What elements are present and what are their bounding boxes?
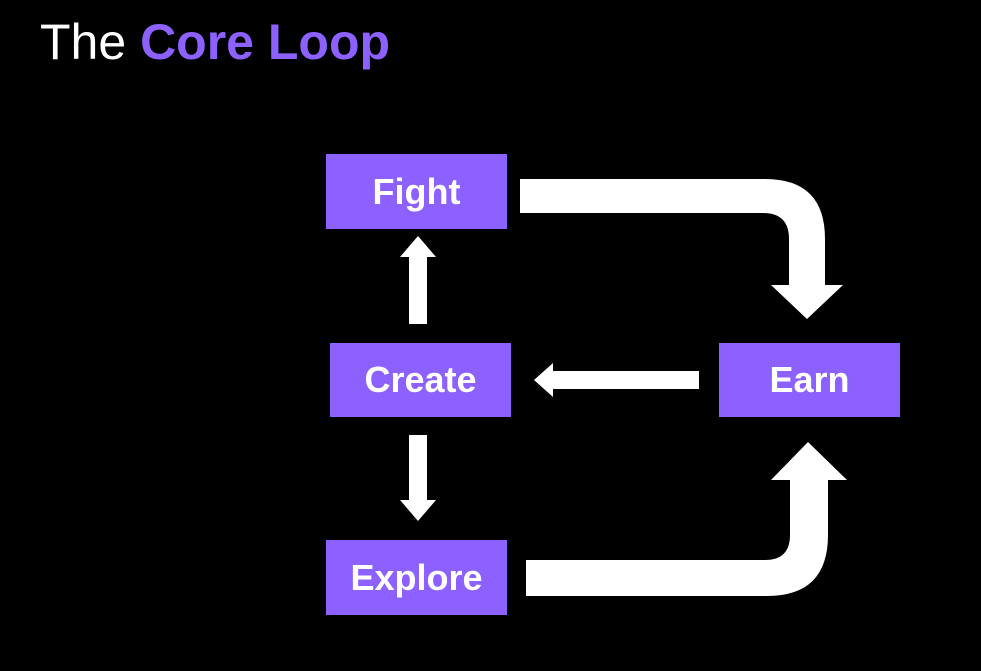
arrow-explore-to-earn bbox=[526, 442, 847, 596]
arrow-earn-to-create bbox=[534, 363, 699, 397]
node-explore-label: Explore bbox=[350, 556, 483, 598]
title-prefix: The bbox=[40, 14, 127, 70]
arrow-create-to-explore bbox=[400, 435, 436, 521]
arrow-create-to-fight bbox=[400, 236, 436, 324]
arrow-fight-to-earn bbox=[520, 179, 843, 319]
page-title: The Core Loop bbox=[40, 12, 390, 72]
node-explore: Explore bbox=[326, 540, 507, 615]
node-create-label: Create bbox=[364, 359, 477, 400]
node-fight-label: Fight bbox=[372, 170, 461, 212]
node-fight: Fight bbox=[326, 154, 507, 229]
node-create: Create bbox=[330, 343, 511, 417]
node-earn: Earn bbox=[719, 343, 900, 417]
node-earn-label: Earn bbox=[769, 359, 850, 400]
title-highlight: Core Loop bbox=[140, 14, 391, 70]
